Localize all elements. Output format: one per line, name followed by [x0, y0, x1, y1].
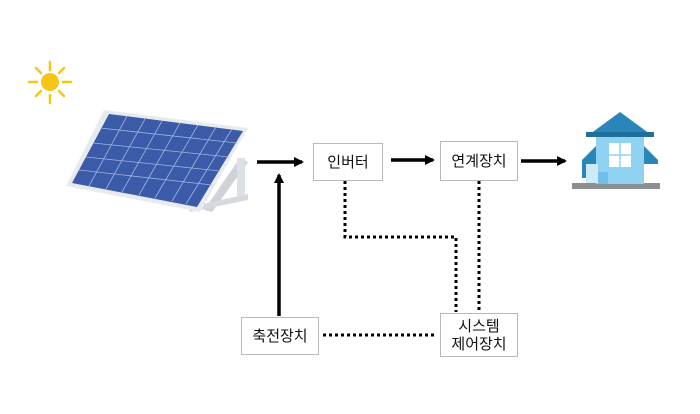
- inverter-label: 인버터: [327, 153, 369, 171]
- control-line-inverter: [343, 181, 458, 312]
- control-lines: [323, 181, 481, 337]
- grid-connection-label: 연계장치: [451, 152, 507, 170]
- grid-connection-box: 연계장치: [440, 141, 518, 181]
- sun-icon: [27, 60, 73, 105]
- solar-panel-icon: [66, 110, 248, 212]
- system-control-label-line1: 시스템: [458, 317, 500, 335]
- battery-label: 축전장치: [252, 327, 308, 345]
- system-control-box: 시스템 제어장치: [440, 313, 518, 357]
- battery-box: 축전장치: [241, 317, 319, 355]
- inverter-box: 인버터: [313, 143, 383, 181]
- house-icon: [572, 112, 660, 189]
- flow-arrows: [257, 155, 567, 316]
- system-control-label-line2: 제어장치: [451, 335, 507, 353]
